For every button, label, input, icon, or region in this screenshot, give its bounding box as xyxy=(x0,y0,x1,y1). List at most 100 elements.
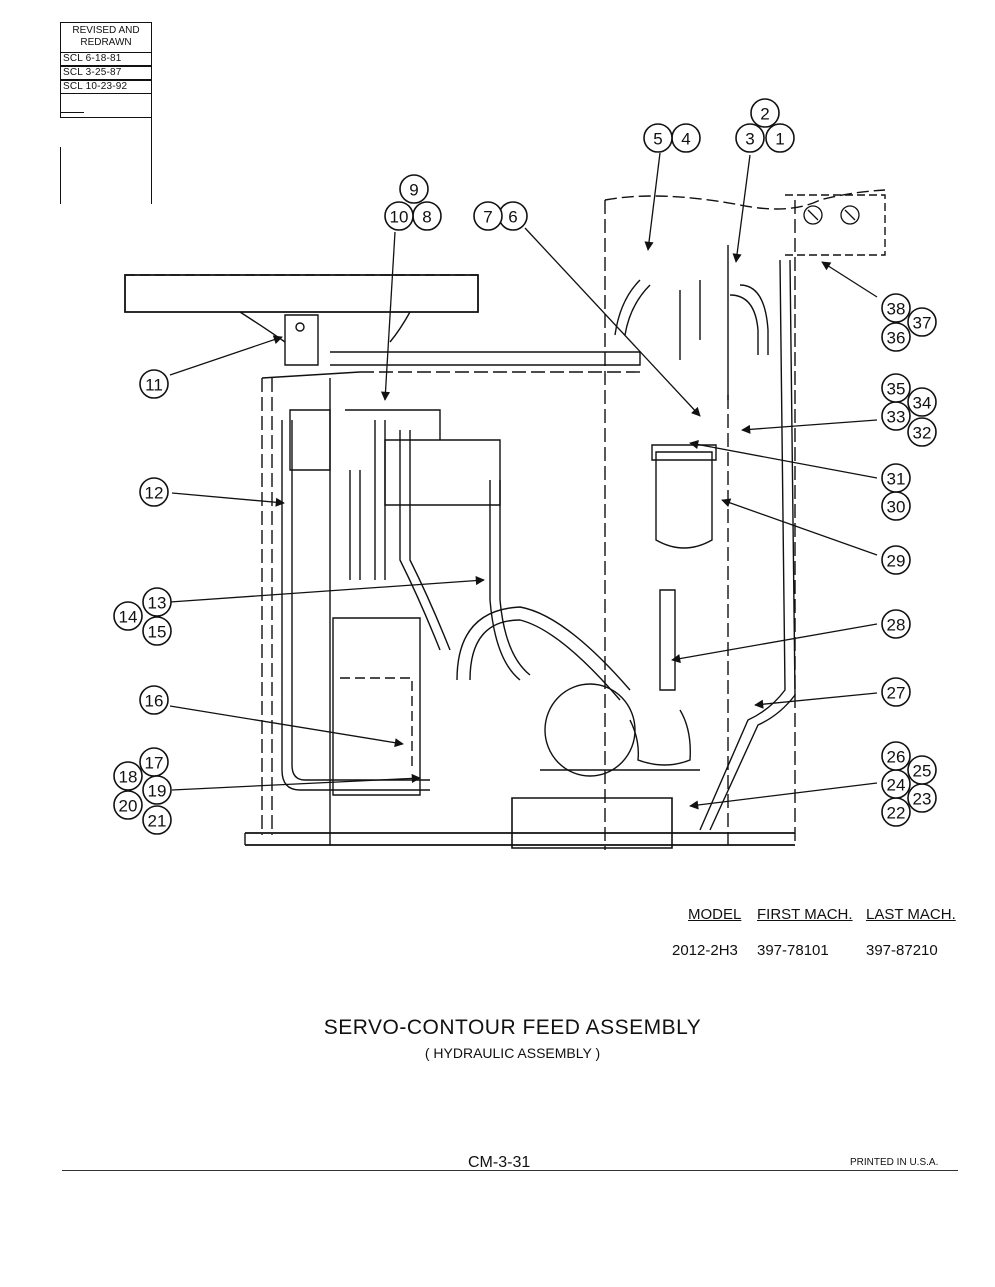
leader-lines xyxy=(169,152,878,810)
callout-3: 3 xyxy=(735,123,765,153)
callout-number: 7 xyxy=(483,208,492,227)
callout-number: 20 xyxy=(119,797,138,816)
first-mach-value: 397-78101 xyxy=(757,942,829,959)
callout-17: 17 xyxy=(139,747,169,777)
callout-number: 35 xyxy=(887,380,906,399)
callout-number: 11 xyxy=(145,376,163,395)
revision-right-rule xyxy=(151,118,152,204)
callout-2: 2 xyxy=(750,98,780,128)
callout-circle xyxy=(881,741,911,771)
callout-number: 28 xyxy=(887,616,906,635)
callout-number: 1 xyxy=(775,130,784,149)
callout-11: 11 xyxy=(139,369,169,399)
callout-number: 2 xyxy=(760,105,769,124)
callout-32: 32 xyxy=(907,417,937,447)
revision-entry-1: SCL 6-18-81 xyxy=(60,52,152,66)
callout-circle xyxy=(113,790,143,820)
callout-37: 37 xyxy=(907,307,937,337)
callout-circle xyxy=(907,307,937,337)
callout-29: 29 xyxy=(881,545,911,575)
callout-circle xyxy=(384,201,414,231)
page-number: CM-3-31 xyxy=(468,1154,531,1171)
callout-circle xyxy=(473,201,503,231)
callout-16: 16 xyxy=(139,685,169,715)
callout-15: 15 xyxy=(142,616,172,646)
callout-number: 12 xyxy=(145,484,164,503)
callout-19: 19 xyxy=(142,775,172,805)
callout-number: 29 xyxy=(887,552,906,571)
callout-number: 19 xyxy=(148,782,167,801)
callout-7: 7 xyxy=(473,201,503,231)
callout-circle xyxy=(881,609,911,639)
callout-circle xyxy=(881,373,911,403)
callout-number: 16 xyxy=(145,692,164,711)
callout-number: 4 xyxy=(681,130,690,149)
callout-38: 38 xyxy=(881,293,911,323)
callout-10: 10 xyxy=(384,201,414,231)
callout-23: 23 xyxy=(907,783,937,813)
callout-number: 15 xyxy=(148,623,167,642)
callout-circle xyxy=(735,123,765,153)
callout-circle xyxy=(881,293,911,323)
callout-12: 12 xyxy=(139,477,169,507)
callout-number: 17 xyxy=(145,754,164,773)
drawing-title: SERVO-CONTOUR FEED ASSEMBLY xyxy=(323,1016,702,1039)
callout-8: 8 xyxy=(412,201,442,231)
callout-number: 21 xyxy=(148,812,167,831)
callout-circle xyxy=(139,369,169,399)
revision-block: REVISED AND REDRAWN SCL 6-18-81 SCL 3-25… xyxy=(60,22,153,204)
callout-number: 9 xyxy=(409,181,418,200)
callout-number: 18 xyxy=(119,768,138,787)
callout-number: 32 xyxy=(913,424,932,443)
callout-circle xyxy=(643,123,673,153)
callout-5: 5 xyxy=(643,123,673,153)
callout-circle xyxy=(881,545,911,575)
callout-33: 33 xyxy=(881,401,911,431)
callout-circle xyxy=(881,463,911,493)
callout-9: 9 xyxy=(399,174,429,204)
callout-circle xyxy=(881,322,911,352)
callout-number: 23 xyxy=(913,790,932,809)
callout-circle xyxy=(881,677,911,707)
model-header: MODEL xyxy=(688,906,742,923)
callout-number: 26 xyxy=(887,748,906,767)
callout-26: 26 xyxy=(881,741,911,771)
callout-circle xyxy=(142,805,172,835)
callout-number: 34 xyxy=(913,394,932,413)
callout-21: 21 xyxy=(142,805,172,835)
callout-number: 10 xyxy=(390,208,409,227)
callout-number: 36 xyxy=(887,329,906,348)
callout-25: 25 xyxy=(907,755,937,785)
callout-36: 36 xyxy=(881,322,911,352)
drawing-subtitle: ( HYDRAULIC ASSEMBLY ) xyxy=(424,1045,601,1061)
last-mach-value: 397-87210 xyxy=(866,942,938,959)
callout-number: 33 xyxy=(887,408,906,427)
last-mach-header: LAST MACH. xyxy=(866,906,956,923)
callout-31: 31 xyxy=(881,463,911,493)
callout-circle xyxy=(907,387,937,417)
callout-number: 3 xyxy=(745,130,754,149)
callout-circle xyxy=(907,755,937,785)
callout-6: 6 xyxy=(498,201,528,231)
callout-28: 28 xyxy=(881,609,911,639)
footer-rule xyxy=(62,1170,958,1171)
callout-circle xyxy=(113,761,143,791)
revision-tick xyxy=(60,112,84,113)
callout-circle xyxy=(399,174,429,204)
model-value: 2012-2H3 xyxy=(672,942,738,959)
machine-outline xyxy=(124,189,886,850)
printed-notice: PRINTED IN U.S.A. xyxy=(850,1157,939,1168)
callout-number: 6 xyxy=(508,208,517,227)
callout-circle xyxy=(139,477,169,507)
revision-entry-2: SCL 3-25-87 xyxy=(60,66,152,80)
first-mach-header: FIRST MACH. xyxy=(757,906,853,923)
callout-circle xyxy=(142,587,172,617)
callout-number: 38 xyxy=(887,300,906,319)
callout-18: 18 xyxy=(113,761,143,791)
callout-14: 14 xyxy=(113,601,143,631)
callout-20: 20 xyxy=(113,790,143,820)
callout-circle xyxy=(142,775,172,805)
callout-30: 30 xyxy=(881,491,911,521)
